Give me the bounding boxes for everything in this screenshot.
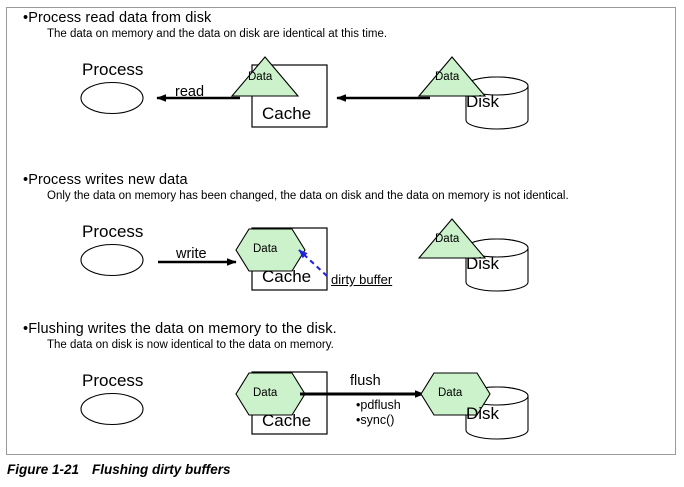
cache-data-label-flush: Data	[253, 387, 278, 399]
figure-frame	[6, 7, 676, 455]
disk-data-label-read: Data	[435, 71, 460, 83]
cache-data-triangle-read	[230, 56, 300, 97]
bullet-glyph: •	[23, 172, 29, 188]
process-label-write: Process	[82, 222, 144, 241]
process-ellipse-flush	[80, 392, 144, 426]
figure-caption-number: Figure 1-21	[7, 462, 80, 477]
process-label-read: Process	[82, 60, 144, 79]
disk-label-flush: Disk	[466, 404, 500, 423]
flush-mechanism-item: •sync()	[356, 413, 395, 427]
section-subtext-flush: The data on disk is now identical to the…	[47, 339, 334, 351]
process-ellipse-read	[80, 81, 144, 115]
process-label-flush: Process	[82, 371, 144, 390]
bullet-glyph: •	[23, 321, 29, 337]
dirty-buffer-label: dirty buffer	[331, 272, 393, 287]
arrow-label-flush: flush	[350, 373, 381, 389]
disk-data-triangle-read	[417, 56, 487, 97]
figure-caption: Figure 1-21 Flushing dirty buffers	[7, 462, 231, 477]
cache-data-label-read: Data	[248, 71, 273, 83]
disk-data-label-flush: Data	[438, 387, 463, 399]
section-heading-flush: •Flushing writes the data on memory to t…	[23, 321, 337, 337]
arrow-label-write: write	[176, 246, 207, 262]
arrow-dirty-buffer	[298, 249, 328, 277]
cache-data-label-write: Data	[253, 243, 278, 255]
section-heading-flush-text: Flushing writes the data on memory to th…	[28, 321, 337, 337]
disk-data-label-write: Data	[435, 233, 460, 245]
figure-caption-title: Flushing dirty buffers	[92, 462, 231, 477]
cache-label-write: Cache	[262, 267, 312, 286]
arrow-label-read: read	[175, 84, 205, 100]
bullet-glyph: •	[23, 10, 29, 26]
disk-label-read: Disk	[466, 92, 500, 111]
process-ellipse-write	[80, 243, 144, 277]
section-heading-write-text: Process writes new data	[28, 172, 188, 188]
disk-data-hexagon-flush	[420, 372, 491, 416]
disk-label-write: Disk	[466, 254, 500, 273]
section-subtext-read: The data on memory and the data on disk …	[47, 28, 388, 40]
cache-label-flush: Cache	[262, 411, 312, 430]
disk-data-triangle-write	[417, 218, 487, 259]
flush-mechanism-list: •pdflush •sync()	[356, 398, 401, 428]
section-heading-read: •Process read data from disk	[23, 10, 211, 26]
flush-mechanism-item: •pdflush	[356, 398, 401, 412]
section-subtext-write: Only the data on memory has been changed…	[47, 190, 569, 202]
section-heading-write: •Process writes new data	[23, 172, 188, 188]
section-heading-read-text: Process read data from disk	[28, 10, 212, 26]
cache-label-read: Cache	[262, 104, 312, 123]
